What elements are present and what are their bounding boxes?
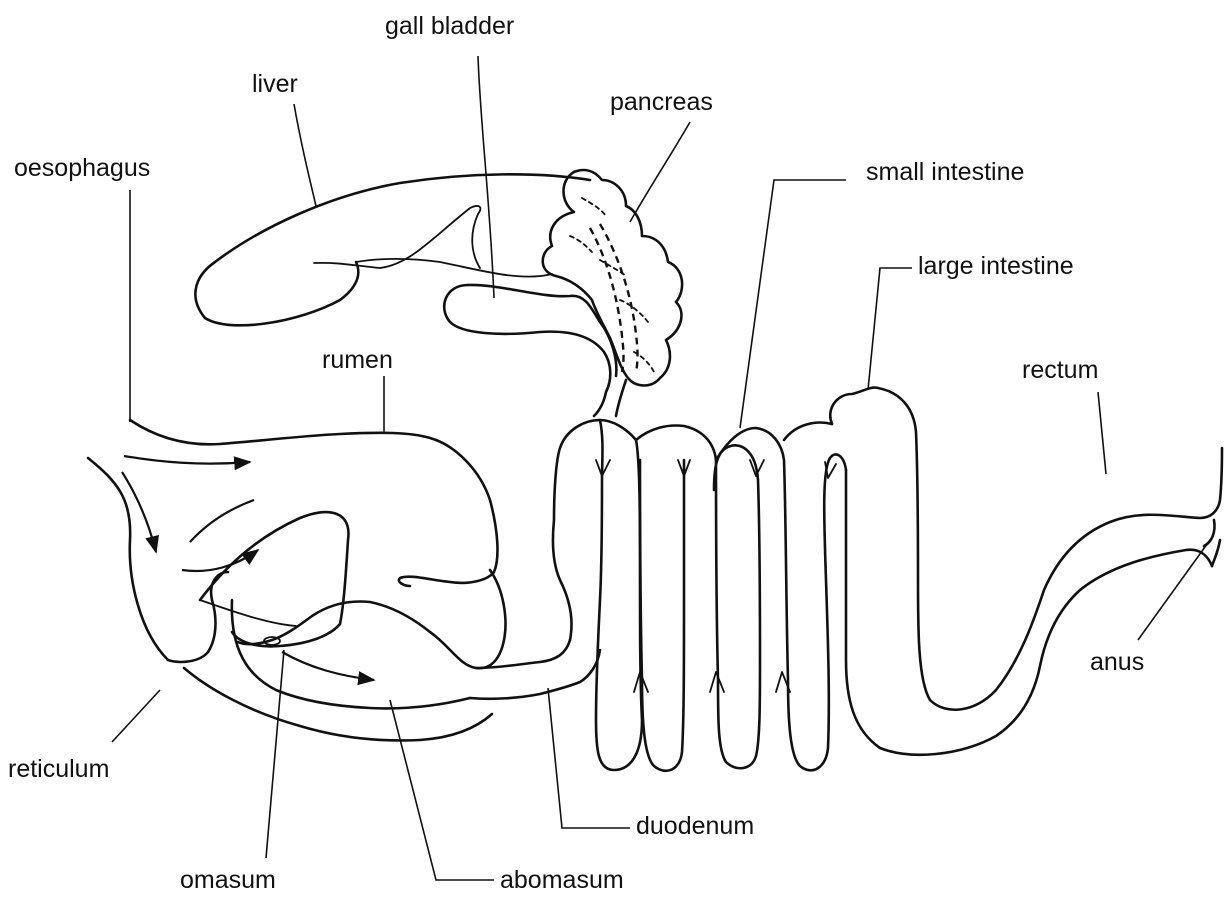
- label-gall-bladder: gall bladder: [385, 14, 514, 39]
- label-rectum: rectum: [1022, 358, 1098, 383]
- label-omasum: omasum: [180, 868, 276, 893]
- label-anus: anus: [1090, 650, 1144, 675]
- pancreas-shape: [543, 170, 682, 416]
- gall-bladder-shape: [444, 285, 616, 416]
- label-duodenum: duodenum: [636, 814, 754, 839]
- intestines-shape: [596, 388, 1222, 771]
- liver-shape: [195, 174, 590, 325]
- label-abomasum: abomasum: [500, 868, 624, 893]
- label-small-intestine: small intestine: [866, 160, 1024, 185]
- label-large-intestine: large intestine: [918, 254, 1074, 279]
- label-reticulum: reticulum: [8, 757, 109, 782]
- label-rumen: rumen: [322, 348, 393, 373]
- label-liver: liver: [252, 72, 298, 97]
- stomach-shape: [88, 420, 600, 740]
- label-pancreas: pancreas: [610, 90, 713, 115]
- arrows: [122, 456, 374, 680]
- label-oesophagus: oesophagus: [14, 156, 150, 181]
- leader-lines: [112, 56, 1210, 880]
